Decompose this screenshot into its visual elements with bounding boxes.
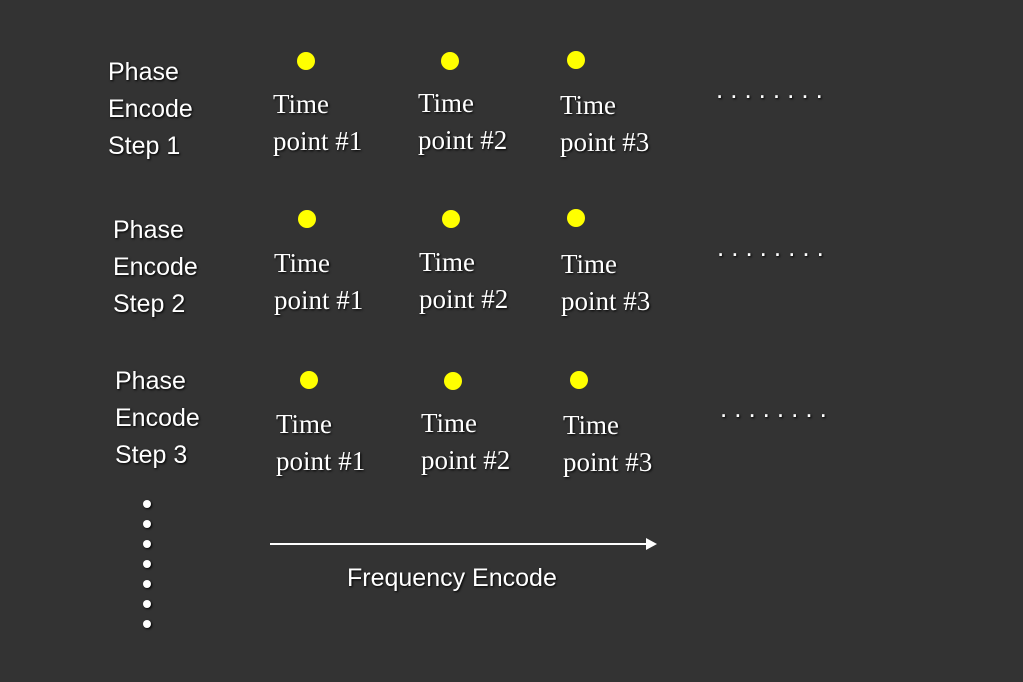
time-point-label: Time point #3 bbox=[560, 90, 650, 157]
row-continuation-dots: ........ bbox=[720, 393, 834, 423]
continuation-dot bbox=[143, 580, 151, 588]
sample-dot bbox=[567, 209, 585, 227]
sample-dot bbox=[441, 52, 459, 70]
continuation-dot bbox=[143, 600, 151, 608]
sample-dot bbox=[442, 210, 460, 228]
continuation-dot bbox=[143, 500, 151, 508]
row-continuation-dots: ........ bbox=[717, 232, 831, 262]
continuation-dot bbox=[143, 620, 151, 628]
phase-encode-step-2-label: Phase Encode Step 2 bbox=[113, 216, 198, 318]
sample-dot bbox=[567, 51, 585, 69]
continuation-dot bbox=[143, 520, 151, 528]
sample-dot bbox=[570, 371, 588, 389]
sample-dot bbox=[298, 210, 316, 228]
time-point-label: Time point #2 bbox=[421, 408, 511, 475]
continuation-dot bbox=[143, 560, 151, 568]
sample-dot bbox=[300, 371, 318, 389]
frequency-encode-label: Frequency Encode bbox=[347, 564, 557, 592]
time-point-label: Time point #1 bbox=[274, 248, 364, 315]
continuation-dot bbox=[143, 540, 151, 548]
time-point-label: Time point #3 bbox=[561, 249, 651, 316]
row-continuation-dots: ........ bbox=[716, 74, 830, 104]
time-point-label: Time point #1 bbox=[276, 409, 366, 476]
time-point-label: Time point #3 bbox=[563, 410, 653, 477]
phase-continuation-dots bbox=[143, 500, 151, 640]
sample-dot bbox=[444, 372, 462, 390]
time-point-label: Time point #2 bbox=[418, 88, 508, 155]
frequency-axis-arrow bbox=[270, 538, 657, 550]
phase-encode-step-1-label: Phase Encode Step 1 bbox=[108, 58, 193, 160]
time-point-label: Time point #1 bbox=[273, 89, 363, 156]
phase-encode-step-3-label: Phase Encode Step 3 bbox=[115, 367, 200, 469]
time-point-label: Time point #2 bbox=[419, 247, 509, 314]
sample-dot bbox=[297, 52, 315, 70]
